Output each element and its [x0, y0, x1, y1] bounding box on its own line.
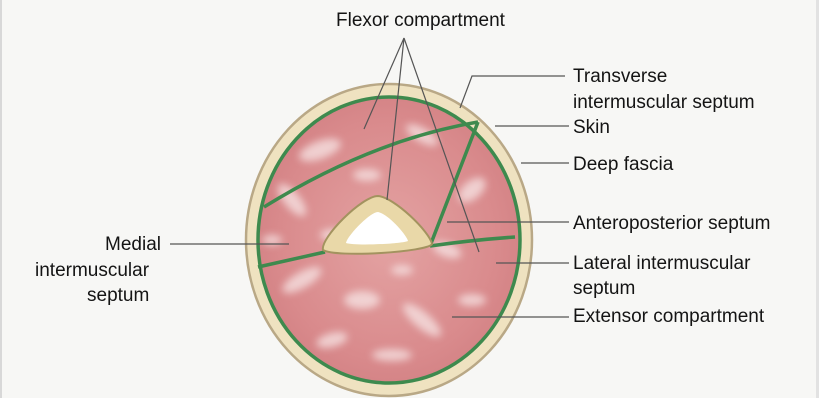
label-medial-septum-1: Medial [105, 234, 161, 256]
label-transverse-septum-1: Transverse [573, 66, 667, 88]
label-medial-septum-3: septum [87, 285, 149, 307]
label-lateral-septum-2: septum [573, 278, 635, 300]
label-lateral-septum-1: Lateral intermuscular [573, 253, 750, 275]
label-medial-septum-2: intermuscular [35, 260, 149, 282]
label-deep-fascia: Deep fascia [573, 154, 673, 176]
label-transverse-septum-2: intermuscular septum [573, 92, 755, 114]
label-extensor-compartment: Extensor compartment [573, 306, 764, 328]
label-skin: Skin [573, 117, 610, 139]
label-flexor-compartment: Flexor compartment [336, 10, 505, 32]
label-anteroposterior-septum: Anteroposterior septum [573, 213, 771, 235]
